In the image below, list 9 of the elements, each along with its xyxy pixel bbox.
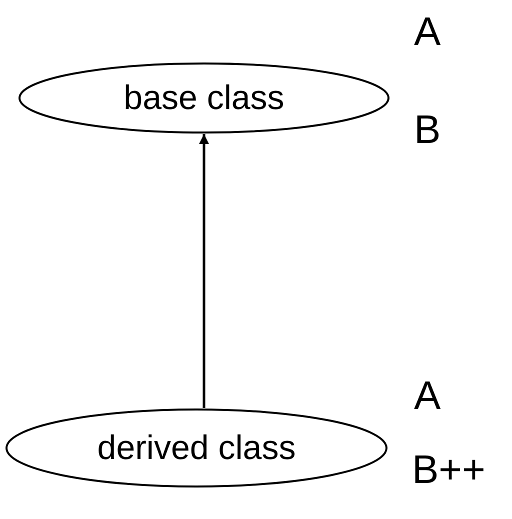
class-ellipse [5, 408, 388, 488]
version-label: B++ [412, 450, 486, 490]
class-label: base class [124, 81, 284, 115]
version-label: A [414, 12, 441, 52]
class-label: derived class [97, 431, 296, 465]
class-ellipse [18, 62, 390, 134]
version-label: A [414, 376, 441, 416]
version-label: B [414, 110, 441, 150]
arrow [199, 134, 209, 408]
